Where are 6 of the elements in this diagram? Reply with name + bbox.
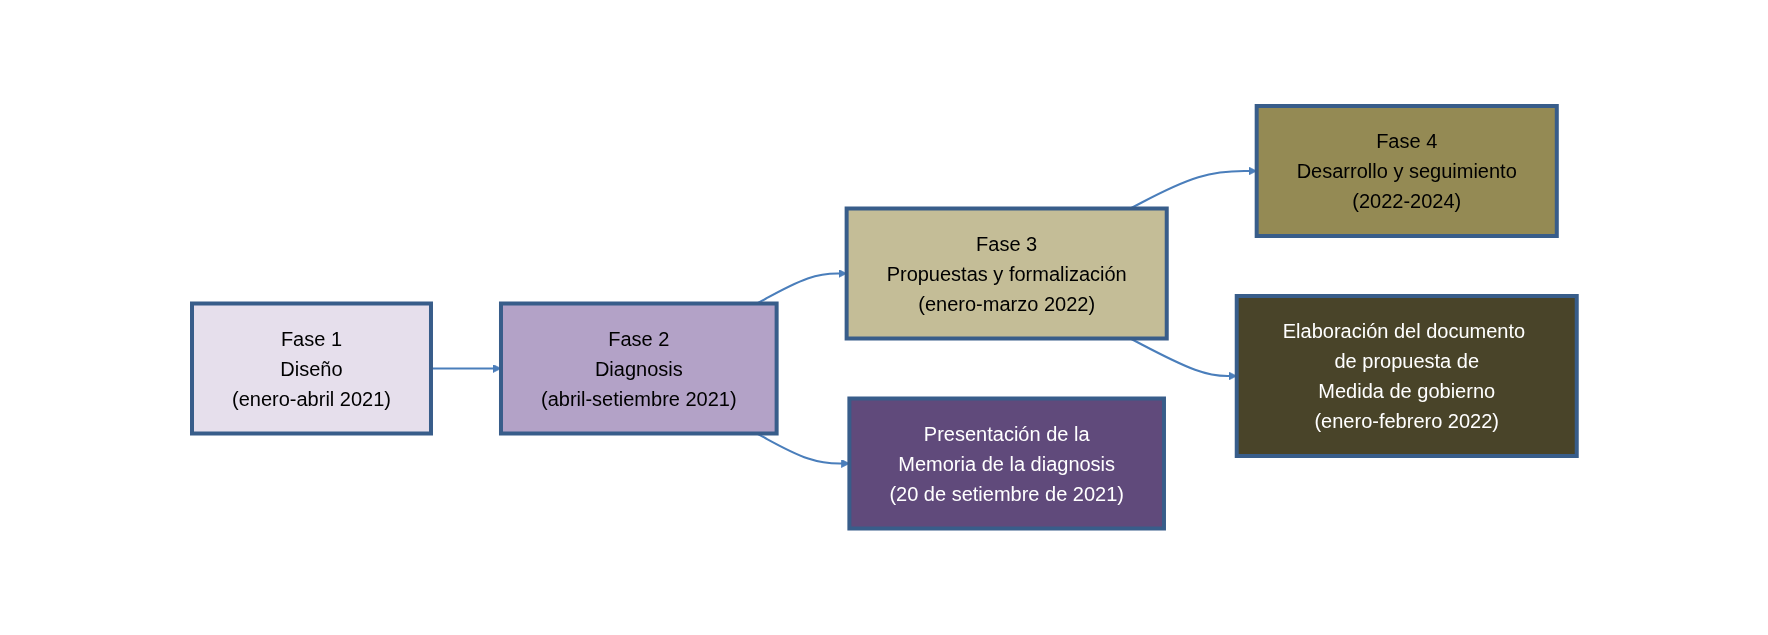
- node-box: Fase 2 Diagnosis (abril-setiembre 2021): [498, 301, 779, 436]
- node-box: Elaboración del documento de propuesta de Medida de gobierno (enero-febrero 2022): [1234, 294, 1579, 459]
- node-box: Fase 3 Propuestas y formalización (enero-marzo 2022): [844, 206, 1169, 341]
- node-box: Presentación de la Memoria de la diagnosis (20 de setiembre de 2021): [847, 396, 1166, 531]
- node-box: Fase 4 Desarrollo y seguimiento (2022-2024): [1254, 104, 1559, 239]
- node-box: Fase 1 Diseño (enero-abril 2021): [189, 301, 433, 436]
